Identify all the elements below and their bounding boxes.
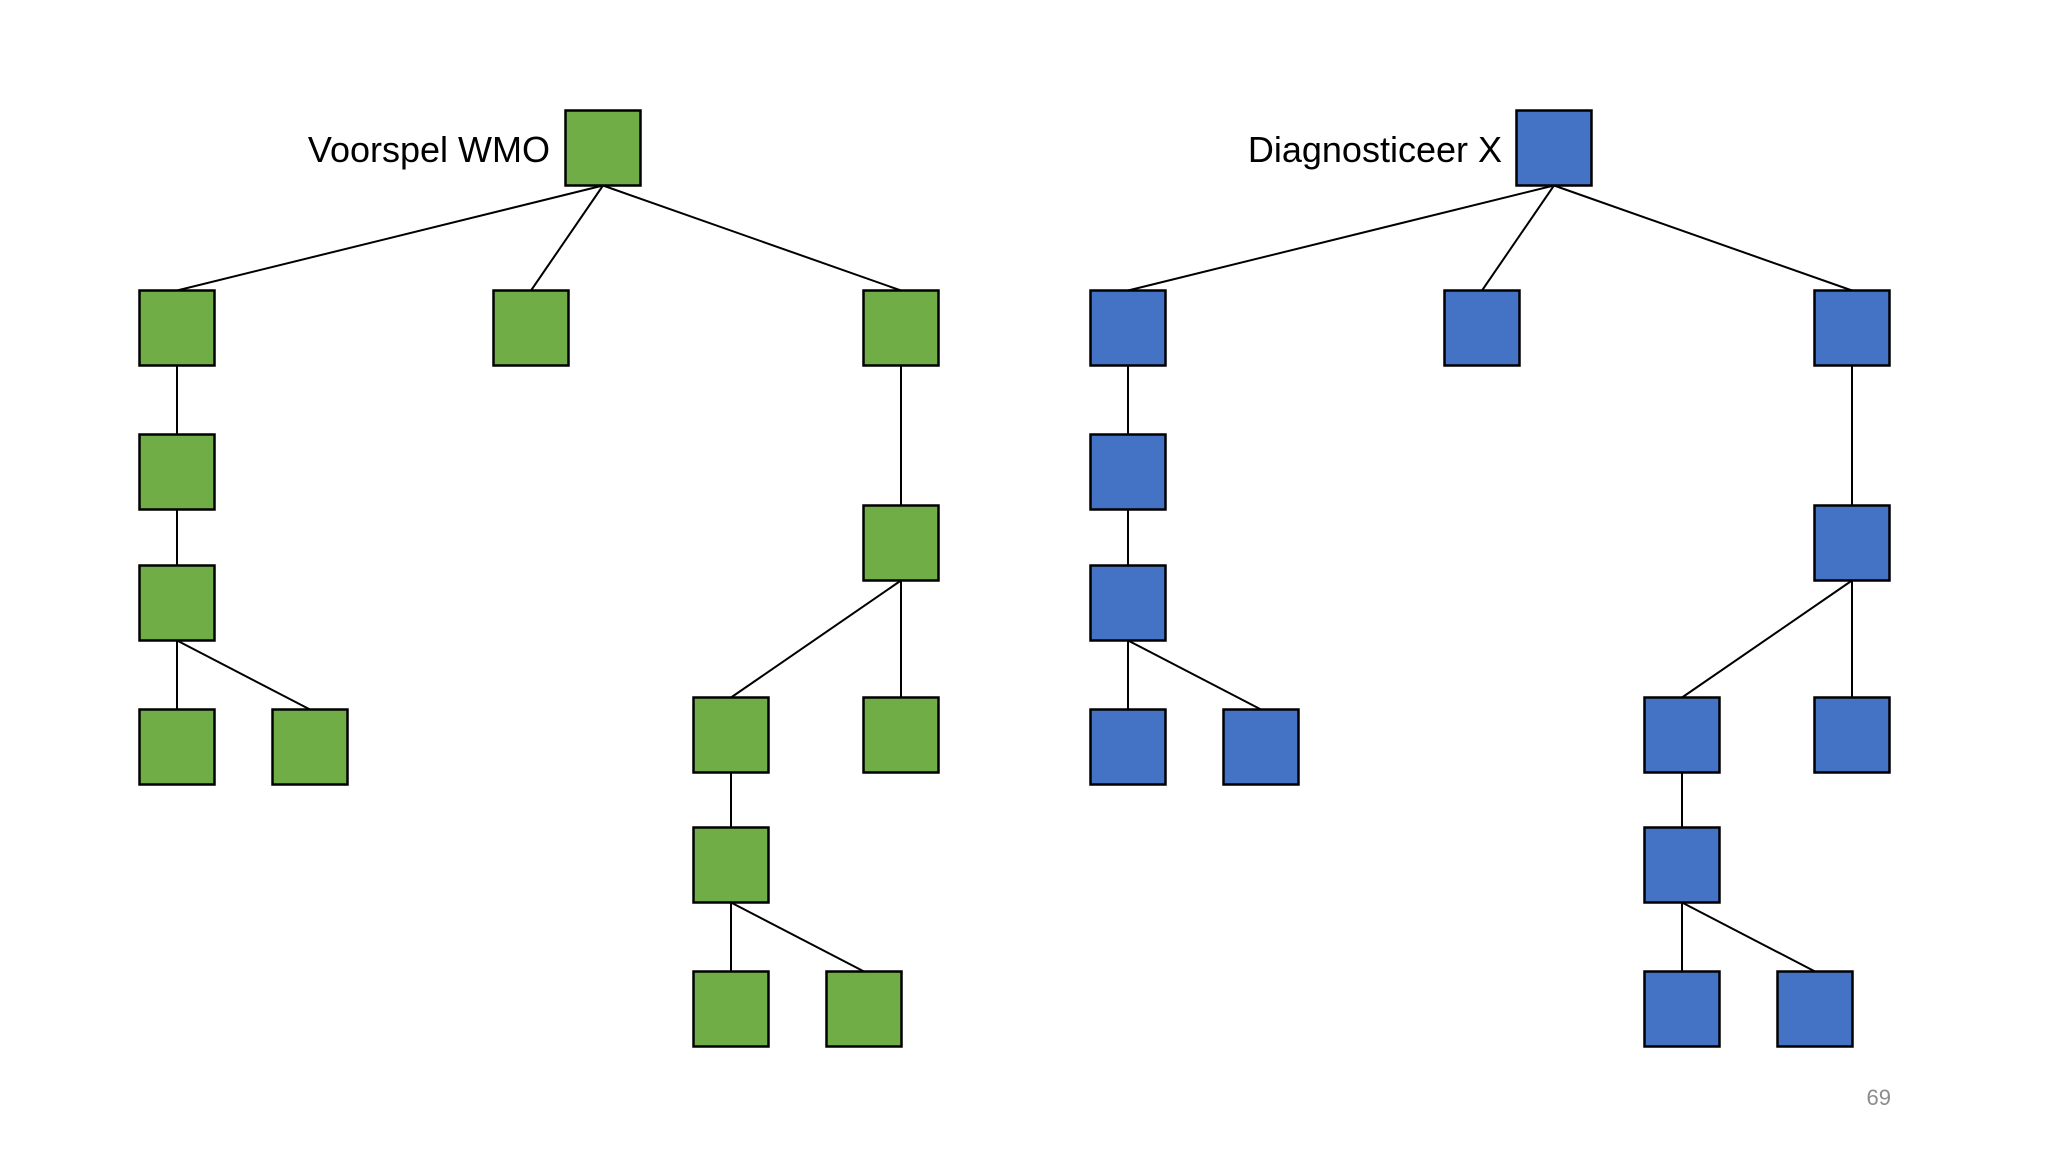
tree-node — [692, 826, 770, 904]
tree-edge — [1127, 184, 1555, 292]
tree-edge — [176, 639, 311, 711]
tree-node — [138, 433, 216, 511]
tree-diagnosticeer-x: Diagnosticeer X — [1089, 109, 1891, 1048]
tree-edge — [1481, 184, 1555, 292]
tree-node — [1813, 504, 1891, 582]
tree-node — [1443, 289, 1521, 367]
tree-node — [825, 970, 903, 1048]
tree-node — [862, 696, 940, 774]
tree-node — [1089, 564, 1167, 642]
page-number: 69 — [1866, 1085, 1891, 1110]
tree-node — [138, 564, 216, 642]
tree-edge — [1681, 901, 1816, 973]
tree-edge — [530, 184, 604, 292]
tree-node — [1089, 708, 1167, 786]
tree-node — [1089, 433, 1167, 511]
tree-node — [1813, 289, 1891, 367]
tree-edge — [730, 901, 865, 973]
tree-edge — [602, 184, 902, 292]
tree-node — [492, 289, 570, 367]
tree-label-diagnosticeer-x: Diagnosticeer X — [1248, 129, 1502, 170]
tree-edge — [1553, 184, 1853, 292]
tree-root-node — [1515, 109, 1593, 187]
tree-label-voorspel-wmo: Voorspel WMO — [308, 129, 550, 170]
tree-voorspel-wmo: Voorspel WMO — [138, 109, 940, 1048]
tree-node — [1089, 289, 1167, 367]
tree-node — [692, 696, 770, 774]
tree-node — [692, 970, 770, 1048]
tree-node — [1643, 970, 1721, 1048]
tree-node — [862, 504, 940, 582]
tree-edge — [1127, 639, 1262, 711]
tree-edge — [1681, 579, 1853, 699]
tree-node — [1776, 970, 1854, 1048]
tree-root-node — [564, 109, 642, 187]
tree-node — [1813, 696, 1891, 774]
tree-node — [1222, 708, 1300, 786]
tree-node — [271, 708, 349, 786]
tree-node — [138, 708, 216, 786]
tree-edge — [176, 184, 604, 292]
tree-node — [1643, 826, 1721, 904]
tree-edge — [730, 579, 902, 699]
tree-node — [138, 289, 216, 367]
tree-node — [862, 289, 940, 367]
tree-node — [1643, 696, 1721, 774]
